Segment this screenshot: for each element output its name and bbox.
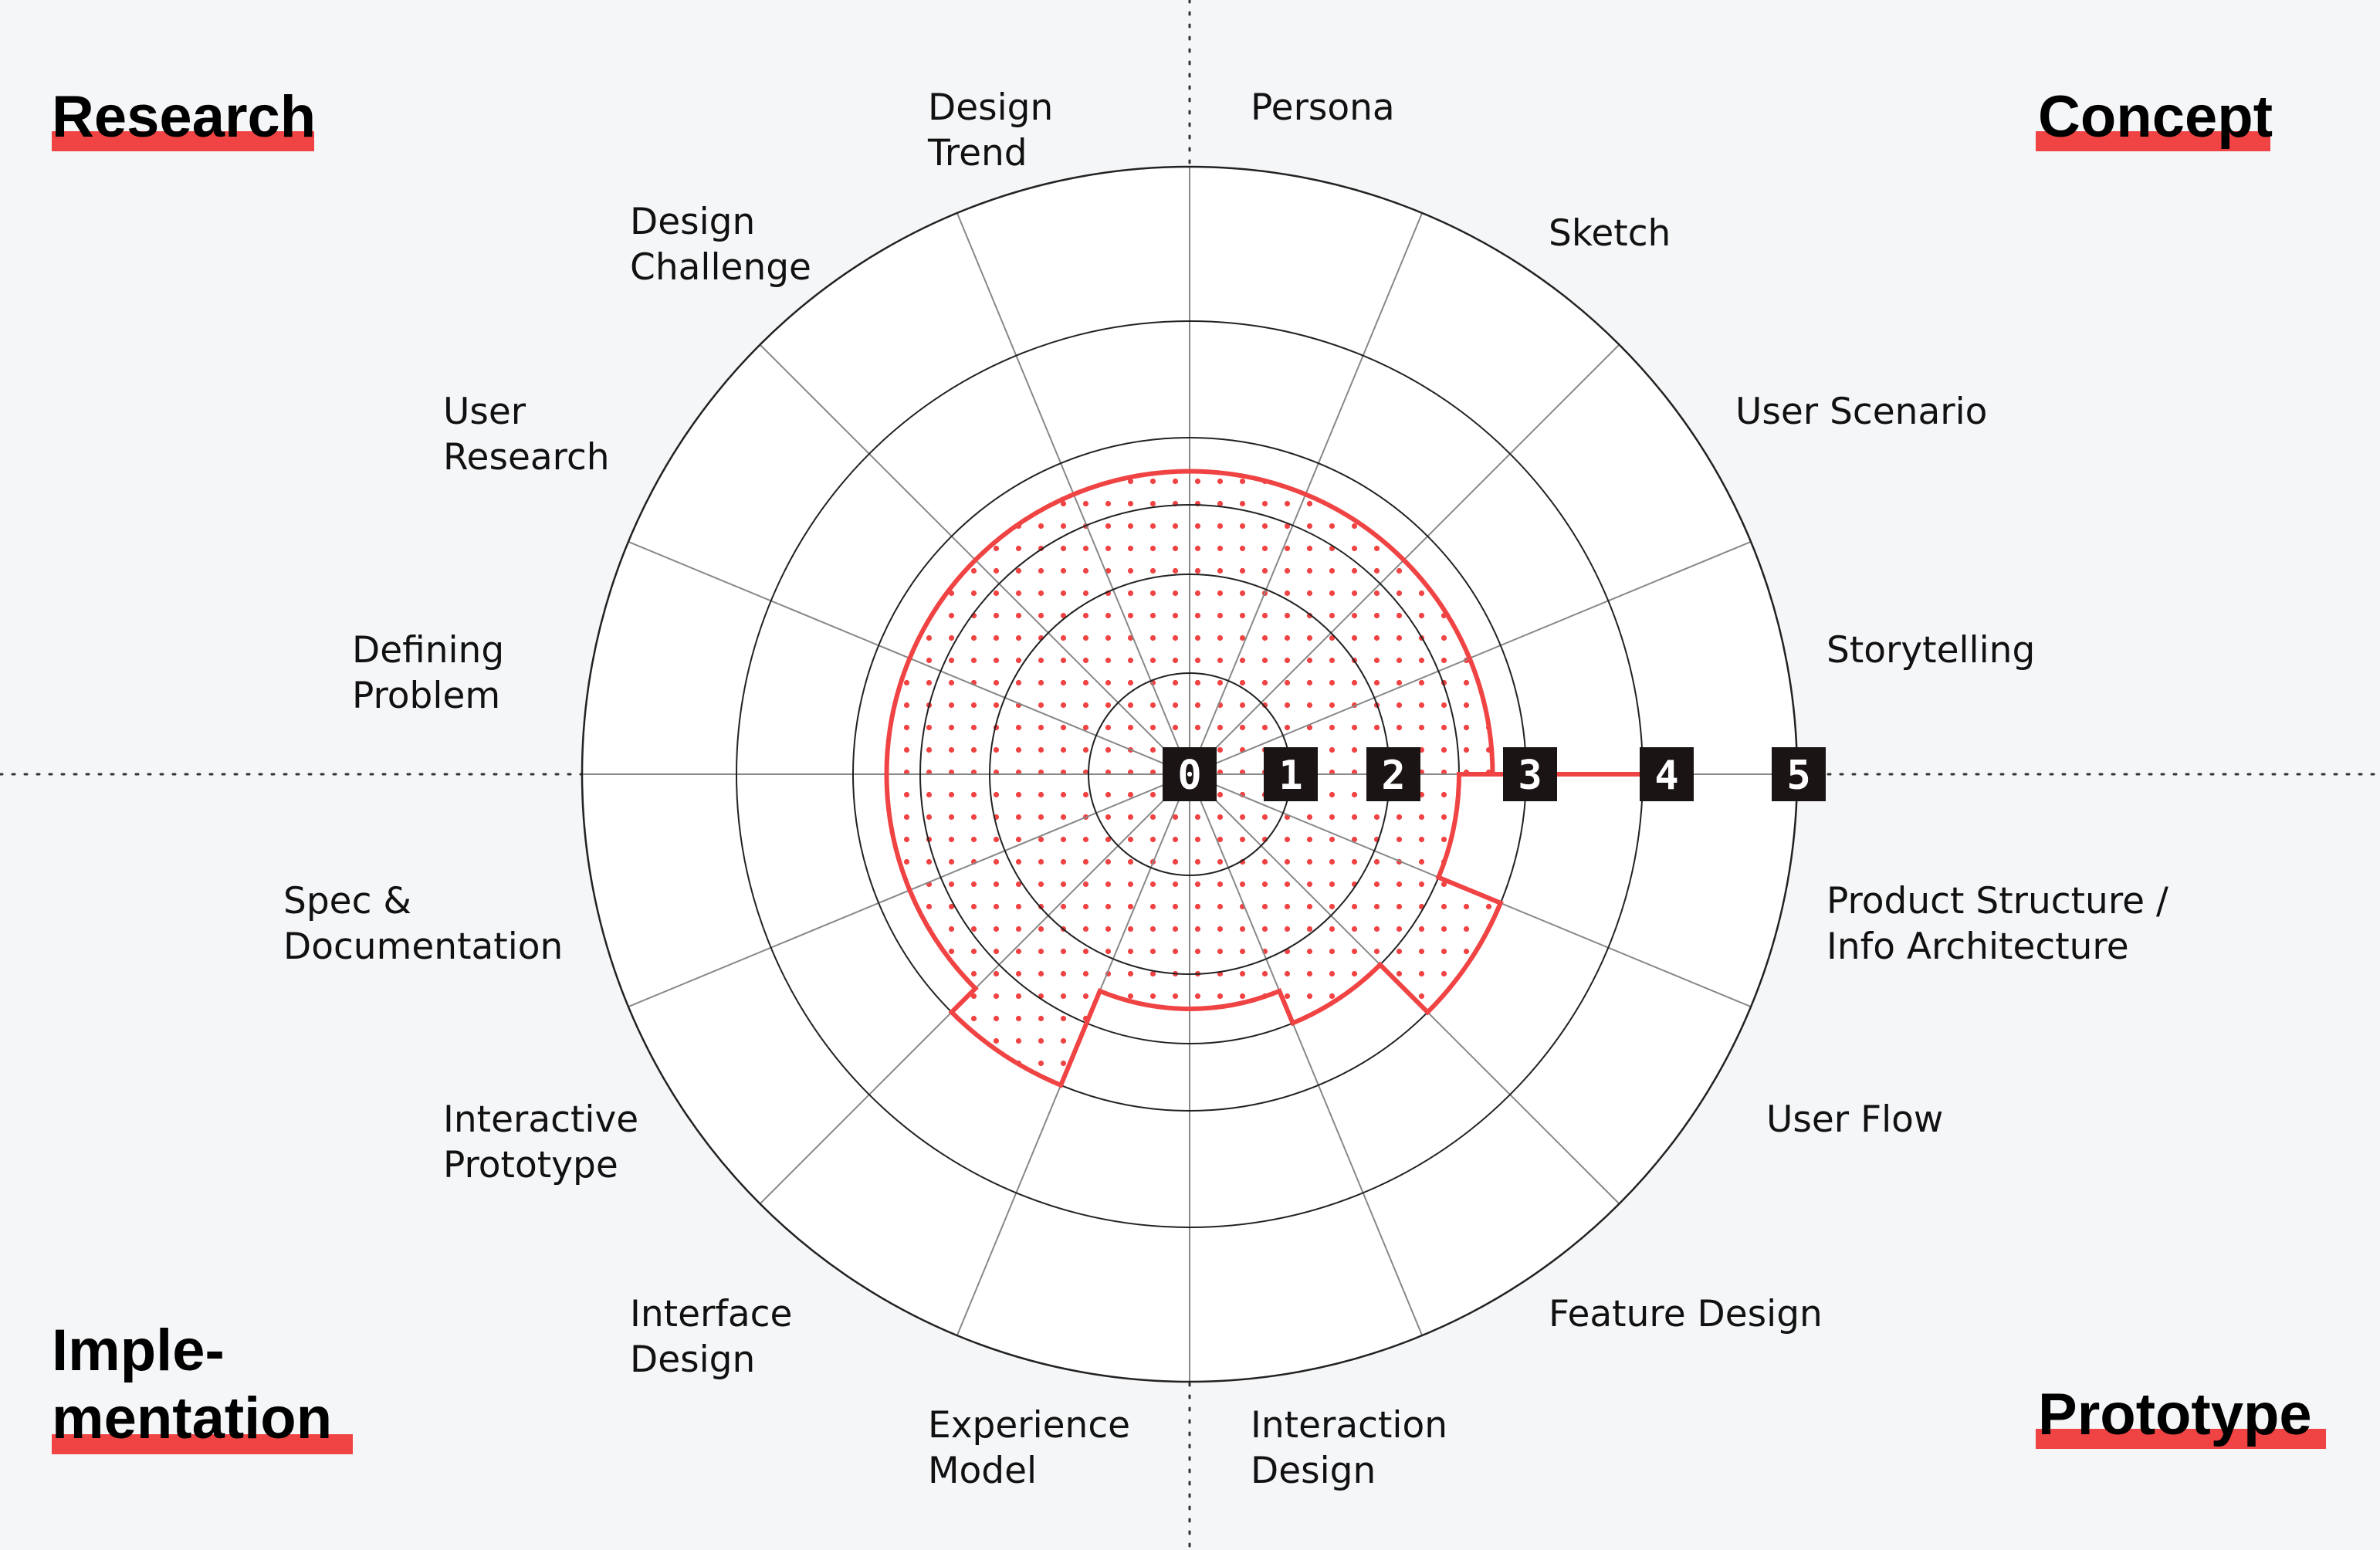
scale-tick-label: 5 [1786, 753, 1810, 799]
scale-tick-label: 3 [1518, 753, 1542, 799]
data-area-outline [884, 469, 1504, 1088]
category-label: Spec &Documentation [283, 880, 563, 968]
quadrant-title: Concept [2038, 84, 2273, 150]
category-label: User Flow [1766, 1098, 1943, 1141]
category-label: Product Structure /Info Architecture [1826, 880, 2168, 968]
quadrant-underline [52, 131, 314, 151]
quadrant-title: Prototype [2038, 1382, 2312, 1447]
category-label: Persona [1251, 86, 1395, 129]
quadrant-title: Imple-mentation [52, 1318, 332, 1451]
scale-tick-box [1264, 747, 1318, 801]
scale-tick-box [1503, 747, 1557, 801]
quadrant-underline [52, 1434, 353, 1454]
scale-tick-box [1366, 747, 1420, 801]
quadrant-underline [2036, 1429, 2326, 1449]
quadrant-underline [2036, 131, 2270, 151]
scale-tick-box [1163, 747, 1217, 801]
scale-tick-label: 2 [1381, 753, 1405, 799]
category-label: User Scenario [1735, 391, 1987, 433]
scale-tick-box [1640, 747, 1694, 801]
scale-tick-label: 1 [1278, 753, 1302, 799]
scale-tick-box [1772, 747, 1826, 801]
category-label: Storytelling [1826, 629, 2035, 672]
scale-tick-label: 4 [1654, 753, 1678, 799]
category-label: Sketch [1549, 212, 1671, 255]
quadrant-title: Research [52, 84, 316, 150]
category-label: Feature Design [1549, 1293, 1823, 1335]
scale-tick-label: 0 [1177, 753, 1201, 799]
